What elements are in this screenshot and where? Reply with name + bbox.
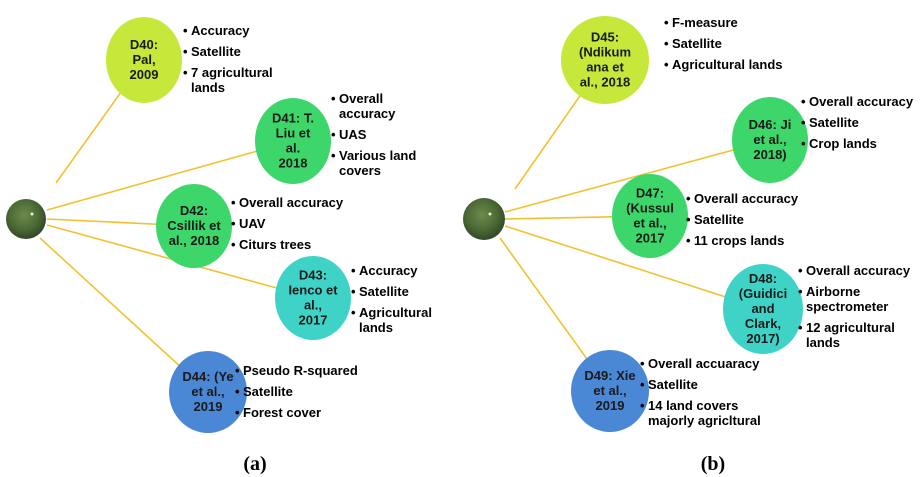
dataset-bubble: [255, 98, 331, 184]
dataset-attribute: •Satellite: [686, 212, 744, 227]
dataset-attribute: •Accuracy: [351, 263, 418, 278]
dataset-attribute: •Overall accuracy: [801, 94, 914, 109]
dataset-attribute: •Satellite: [801, 115, 859, 130]
dataset-attribute: •Crop lands: [801, 136, 877, 151]
dataset-attribute: •F-measure: [664, 15, 738, 30]
hub-image: [463, 198, 505, 240]
dataset-bubble: [571, 350, 649, 432]
dataset-attribute: •Satellite: [664, 36, 722, 51]
hub-image: [6, 199, 46, 239]
dataset-attribute: •Satellite: [351, 284, 409, 299]
dataset-bubble: [275, 256, 351, 340]
dataset-bubble: [612, 174, 688, 258]
dataset-bubble: [723, 264, 803, 354]
panel-a: D40:Pal,2009 •Accuracy •Satellite •7 agricu…: [6, 17, 432, 475]
dataset-bubble: [732, 97, 808, 183]
dataset-attribute: •UAS: [331, 127, 367, 142]
dataset-node: D40:Pal,2009 •Accuracy •Satellite •7 agricu…: [106, 17, 273, 103]
dataset-label: D40:Pal,2009: [130, 37, 159, 82]
dataset-attribute: •Accuracy: [183, 23, 250, 38]
dataset-attribute: •Forest cover: [235, 405, 321, 420]
connector-line: [504, 139, 771, 213]
hub-highlight: [30, 212, 34, 216]
dataset-attribute: •Overall accuracy: [686, 191, 799, 206]
connector-line: [46, 140, 294, 211]
dataset-bubble: [106, 17, 182, 103]
dataset-bubble: [561, 16, 649, 104]
dataset-attribute: •Overall accuracy: [798, 263, 911, 278]
dataset-attribute: •Satellite: [235, 384, 293, 399]
dataset-attribute: •Agricultural lands: [664, 57, 783, 72]
panel-caption: (a): [243, 453, 266, 475]
dataset-attribute: •Satellite: [640, 377, 698, 392]
dataset-attribute: •Citurs trees: [231, 237, 311, 252]
dataset-attribute: •Overall accuracy: [231, 195, 344, 210]
dataset-bubble: [169, 351, 247, 433]
dataset-attribute: •Satellite: [183, 44, 241, 59]
dataset-attribute: •UAV: [231, 216, 266, 231]
dataset-attribute: •Pseudo R-squared: [235, 363, 358, 378]
hub-highlight: [488, 212, 492, 216]
dataset-attribute: •Overall accuaracy: [640, 356, 760, 371]
connector-line: [504, 225, 764, 310]
panel-caption: (b): [701, 453, 725, 475]
dataset-bubble: [156, 184, 232, 268]
dataset-attribute: •11 crops lands: [686, 233, 784, 248]
